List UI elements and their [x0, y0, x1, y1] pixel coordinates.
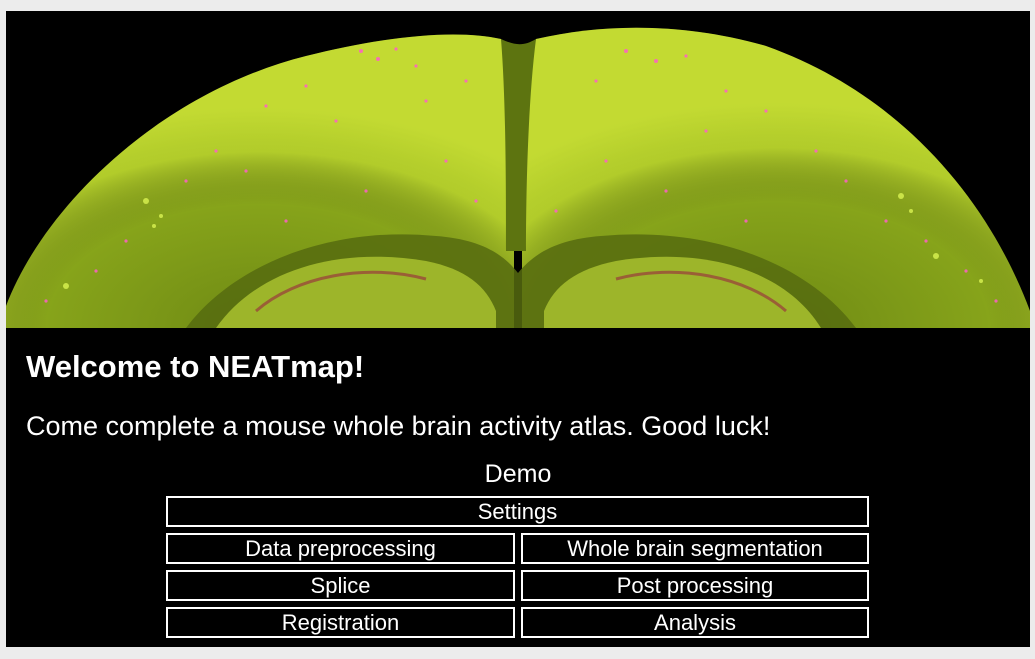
brain-section-graphic	[6, 11, 1030, 328]
demo-section-label: Demo	[484, 460, 552, 488]
settings-button[interactable]: Settings	[166, 496, 869, 527]
analysis-button[interactable]: Analysis	[521, 607, 869, 638]
post-processing-button[interactable]: Post processing	[521, 570, 869, 601]
registration-button[interactable]: Registration	[166, 607, 515, 638]
whole-brain-segmentation-button[interactable]: Whole brain segmentation	[521, 533, 869, 564]
brain-banner-image	[6, 11, 1030, 328]
page-title: Welcome to NEATmap!	[26, 349, 365, 384]
splice-button[interactable]: Splice	[166, 570, 515, 601]
app-window: Welcome to NEATmap! Come complete a mous…	[6, 11, 1030, 647]
data-preprocessing-button[interactable]: Data preprocessing	[166, 533, 515, 564]
page-subtitle: Come complete a mouse whole brain activi…	[26, 411, 771, 441]
